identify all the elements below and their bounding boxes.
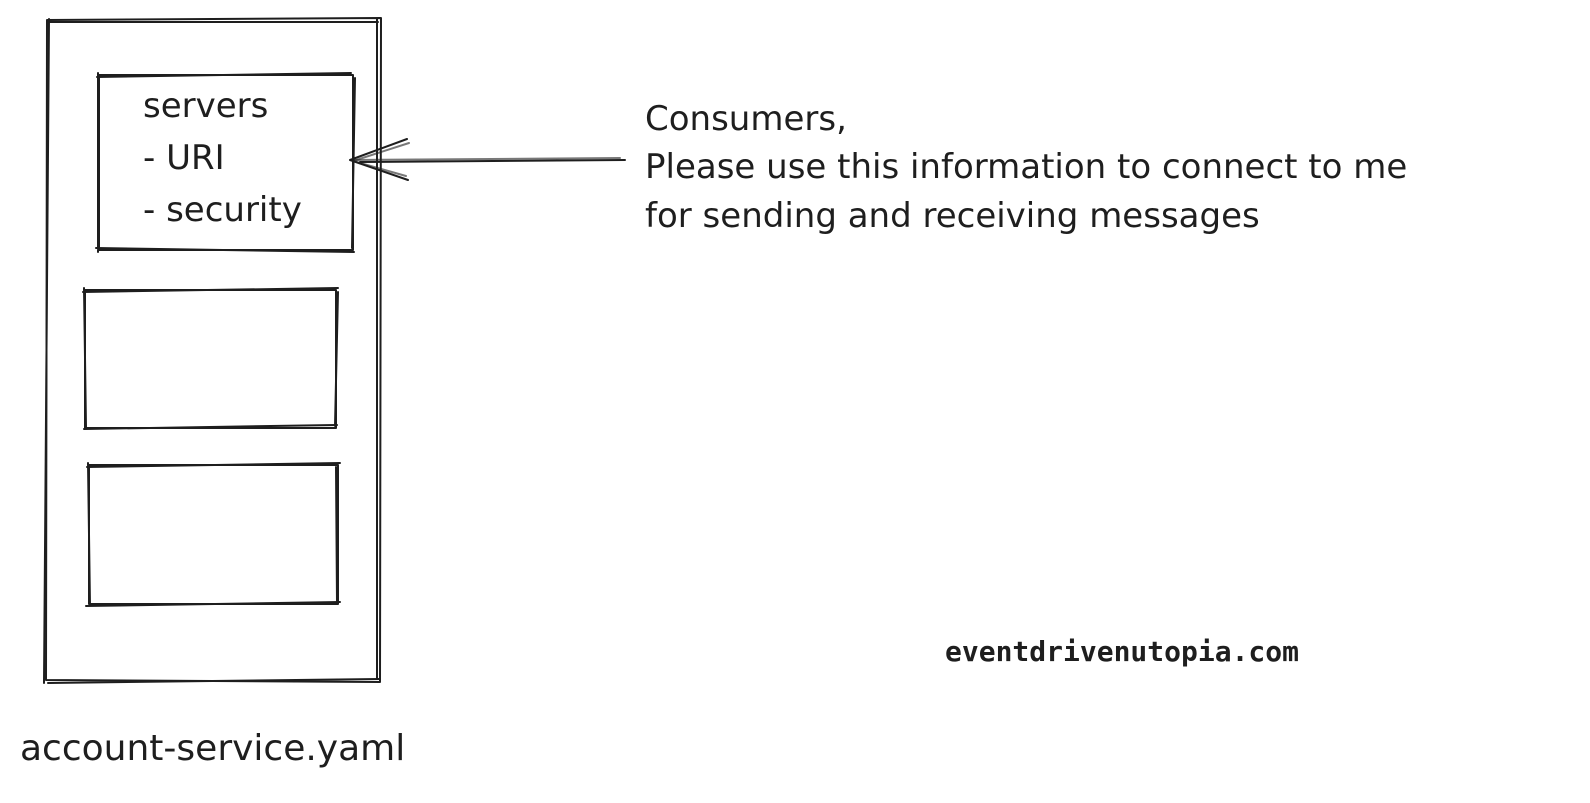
servers-item-uri: - URI [143, 138, 225, 178]
servers-heading: servers [143, 86, 268, 126]
spec-document-frame [43, 17, 382, 684]
annotation-line-2: Please use this information to connect t… [645, 147, 1407, 187]
section-box-2 [82, 287, 339, 430]
pointer-arrow [349, 138, 626, 181]
spec-filename-caption: account-service.yaml [20, 728, 405, 769]
annotation-line-1: Consumers, [645, 99, 847, 139]
section-box-3 [85, 462, 341, 607]
annotation-line-3: for sending and receiving messages [645, 196, 1260, 236]
watermark-url: eventdrivenutopia.com [945, 635, 1299, 668]
servers-item-security: - security [143, 190, 302, 230]
servers-section-box [95, 72, 356, 253]
